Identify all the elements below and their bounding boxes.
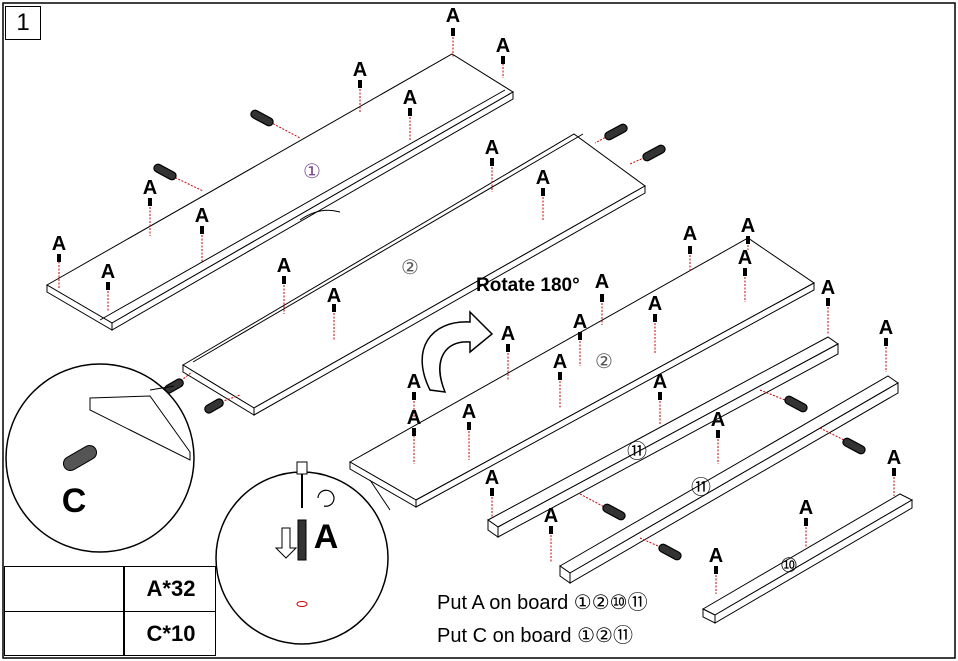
legend-qty-dowel: C*10 (146, 621, 196, 646)
board-2-upper (182, 133, 646, 416)
step-number: 1 (5, 6, 41, 40)
screw-label: A (403, 87, 417, 109)
dowels (153, 109, 866, 561)
board-10 (701, 493, 914, 624)
note-put-a: Put A on board ①②⑩⑪ (437, 592, 648, 614)
screw-label: A (553, 351, 567, 373)
screw-label: A (799, 497, 813, 519)
screw-label: A (327, 285, 341, 307)
rotate-instruction: Rotate 180° (476, 275, 580, 296)
screw-label: A (501, 323, 515, 345)
board-label-2-rotated: ② (595, 351, 613, 373)
screw-label: A (143, 177, 157, 199)
screw-label: A (544, 505, 558, 527)
screw-label: A (52, 233, 66, 255)
screw-label: A (648, 293, 662, 315)
screw-label: A (879, 317, 893, 339)
screw-detail-label: A (314, 518, 339, 556)
board-1 (46, 53, 514, 331)
board-label-11-b: ⑪ (691, 476, 711, 499)
rotate-arrow-icon (421, 310, 494, 393)
legend-qty-screw: A*32 (146, 576, 196, 601)
screw-label: A (536, 167, 550, 189)
screw-studs (57, 28, 896, 574)
screw-label: A (887, 447, 901, 469)
screw-label: A (709, 545, 723, 567)
down-arrow-icon (274, 527, 298, 559)
screw-label: A (711, 409, 725, 431)
screw-label: A (595, 271, 609, 293)
screw-labels: A A A A A A A A A A A A A A A A A A A A … (52, 5, 901, 567)
screw-label: A (496, 35, 510, 57)
screw-label: A (485, 467, 499, 489)
note-put-c: Put C on board ①②⑪ (437, 625, 633, 647)
detail-circle-screw (215, 461, 391, 645)
screw-label: A (821, 277, 835, 299)
board-label-2: ② (401, 257, 419, 279)
screw-label: A (653, 371, 667, 393)
rotate-clockwise-icon (317, 489, 335, 507)
screw-label: A (195, 205, 209, 227)
board-2-rotated (348, 237, 815, 508)
detail-circle-dowel (5, 363, 195, 553)
board-11-b (559, 375, 899, 584)
board-11-a (487, 336, 839, 538)
screw-label: A (446, 5, 460, 27)
legend-divider (123, 567, 125, 611)
legend-row-screw: A*32 (5, 567, 215, 612)
board-number-labels: ① ② ② ⑪ ⑪ ⑩ (303, 161, 798, 577)
screw-label: A (741, 215, 755, 237)
screw-label: A (407, 407, 421, 429)
legend-divider (123, 612, 125, 656)
legend-row-dowel: C*10 (5, 612, 215, 656)
parts-legend: A*32 C*10 (4, 566, 216, 656)
board-label-1: ① (303, 161, 321, 183)
screw-label: A (573, 311, 587, 333)
screw-label: A (462, 401, 476, 423)
dowel-detail-label: C (62, 482, 87, 520)
screw-label: A (277, 255, 291, 277)
screw-label: A (485, 137, 499, 159)
screw-label: A (738, 247, 752, 269)
screw-label: A (407, 371, 421, 393)
board-label-10: ⑩ (780, 555, 798, 577)
board-label-11-a: ⑪ (627, 440, 647, 463)
screw-label: A (353, 59, 367, 81)
screw-label: A (101, 261, 115, 283)
screw-label: A (683, 223, 697, 245)
